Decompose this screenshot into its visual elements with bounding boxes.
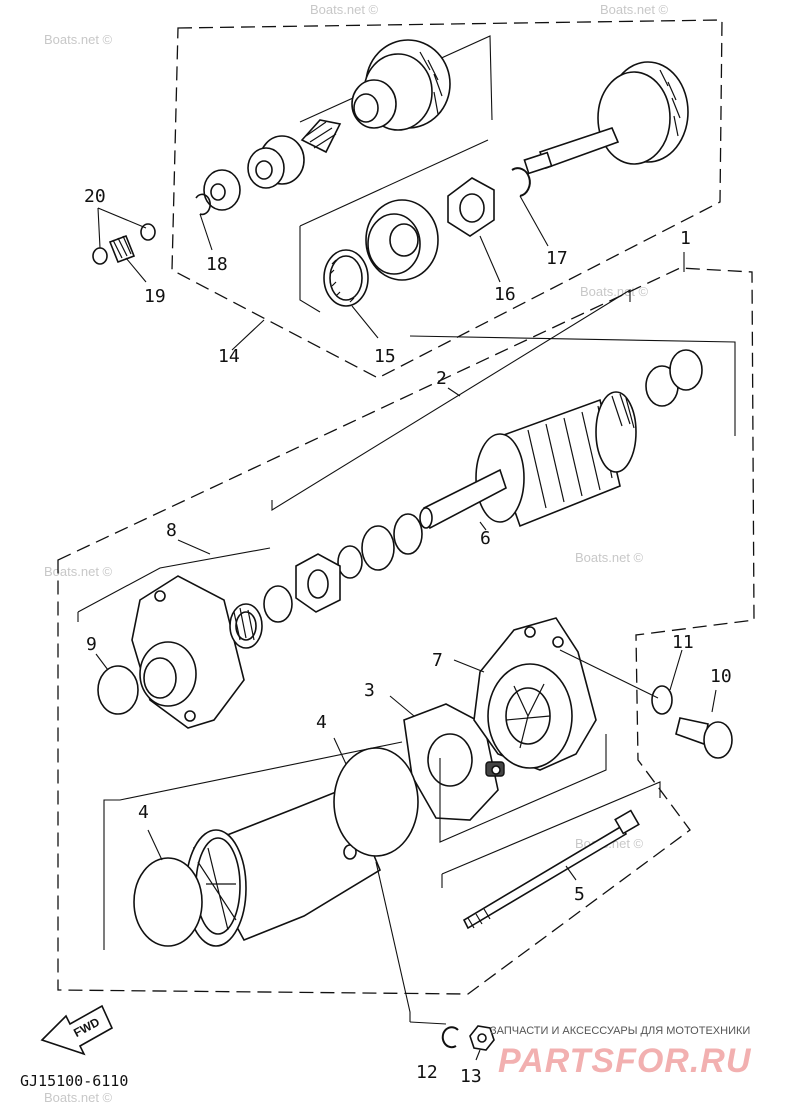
rear-cover-group <box>439 617 607 843</box>
clutch-shaft-assembly <box>523 61 689 175</box>
callout-17: 17 <box>546 248 568 269</box>
watermark: Boats.net © <box>310 2 379 17</box>
pinion-clutch-group <box>92 35 689 313</box>
washer <box>361 525 395 571</box>
callout-16: 16 <box>494 284 516 305</box>
callout-5: 5 <box>574 884 585 905</box>
stopper-collar <box>247 135 305 189</box>
washer <box>393 513 423 555</box>
bracket-line <box>299 139 489 227</box>
callout-2: 2 <box>436 368 447 389</box>
watermark: Boats.net © <box>600 2 669 17</box>
lock-plate-hole <box>307 569 329 599</box>
gasket <box>133 857 203 947</box>
callout-15: 15 <box>374 346 396 367</box>
fwd-arrow: FWD <box>40 1004 114 1056</box>
armature <box>419 391 637 530</box>
callout-4-second: 4 <box>138 802 149 823</box>
bracket-line <box>271 289 631 511</box>
callout-8: 8 <box>166 520 177 541</box>
yoke-group <box>103 741 419 950</box>
callout-12: 12 <box>416 1062 438 1083</box>
small-bushing <box>203 169 241 211</box>
spring-with-washers <box>92 223 156 265</box>
front-bearing <box>229 603 263 649</box>
callout-20: 20 <box>84 186 106 207</box>
brush-holder <box>403 703 505 821</box>
callout-19: 19 <box>144 286 166 307</box>
callout-7: 7 <box>432 650 443 671</box>
shop-banner: ЗАПЧАСТИ И АКСЕССУАРЫ ДЛЯ МОТОТЕХНИКИ PA… <box>490 1025 752 1080</box>
washer <box>337 545 363 579</box>
front-cover <box>131 575 245 729</box>
callout-11: 11 <box>672 632 694 653</box>
callout-9: 9 <box>86 634 97 655</box>
bracket-line <box>299 226 321 313</box>
watermark: Boats.net © <box>44 564 113 579</box>
leader-lines <box>95 195 717 1061</box>
gasket <box>333 747 419 857</box>
front-cover-group <box>77 547 293 729</box>
through-bolt <box>441 781 661 930</box>
yoke <box>185 786 382 947</box>
bracket-line <box>103 741 403 950</box>
circlip-12 <box>441 1026 459 1049</box>
callout-18: 18 <box>206 254 228 275</box>
callout-4: 4 <box>316 712 327 733</box>
callout-14: 14 <box>218 346 240 367</box>
shop-tagline: ЗАПЧАСТИ И АКСЕССУАРЫ ДЛЯ МОТОТЕХНИКИ <box>490 1025 750 1037</box>
callout-1: 1 <box>680 228 691 249</box>
mounting-bolt <box>675 717 733 759</box>
rear-cover <box>473 617 597 771</box>
shop-logo: PARTSFOR.RU <box>498 1042 752 1080</box>
armature-group <box>271 289 736 613</box>
bracket-line <box>409 335 736 436</box>
circlip <box>195 193 211 216</box>
callout-13: 13 <box>460 1066 482 1087</box>
callout-3: 3 <box>364 680 375 701</box>
watermark: Boats.net © <box>580 284 649 299</box>
needle-bearing <box>323 249 369 307</box>
lock-washer <box>651 685 673 715</box>
pinion-spring <box>300 119 342 154</box>
callout-10: 10 <box>710 666 732 687</box>
watermark: Boats.net © <box>44 32 113 47</box>
o-ring <box>97 665 139 715</box>
clutch-assembly-outline <box>171 19 723 379</box>
washer <box>669 349 703 391</box>
brush-holder-group <box>403 703 505 821</box>
circlip-17 <box>511 167 531 197</box>
group-outlines <box>57 19 755 995</box>
diagram-code: GJ15100-6110 <box>20 1072 128 1090</box>
stopper-plate <box>447 177 495 237</box>
nut <box>469 1025 495 1051</box>
washer <box>263 585 293 623</box>
bracket-line <box>77 547 271 613</box>
bracket-line <box>441 781 661 875</box>
watermark: Boats.net © <box>575 550 644 565</box>
bracket-line <box>439 734 607 843</box>
clutch-housing <box>365 199 439 281</box>
callouts: 1 2 3 4 4 5 6 7 8 9 10 11 12 13 14 15 16… <box>84 186 732 1087</box>
starter-motor-outline <box>57 267 755 995</box>
pinion-gear <box>351 39 451 131</box>
watermark: Boats.net © <box>44 1090 113 1105</box>
callout-6: 6 <box>480 528 491 549</box>
